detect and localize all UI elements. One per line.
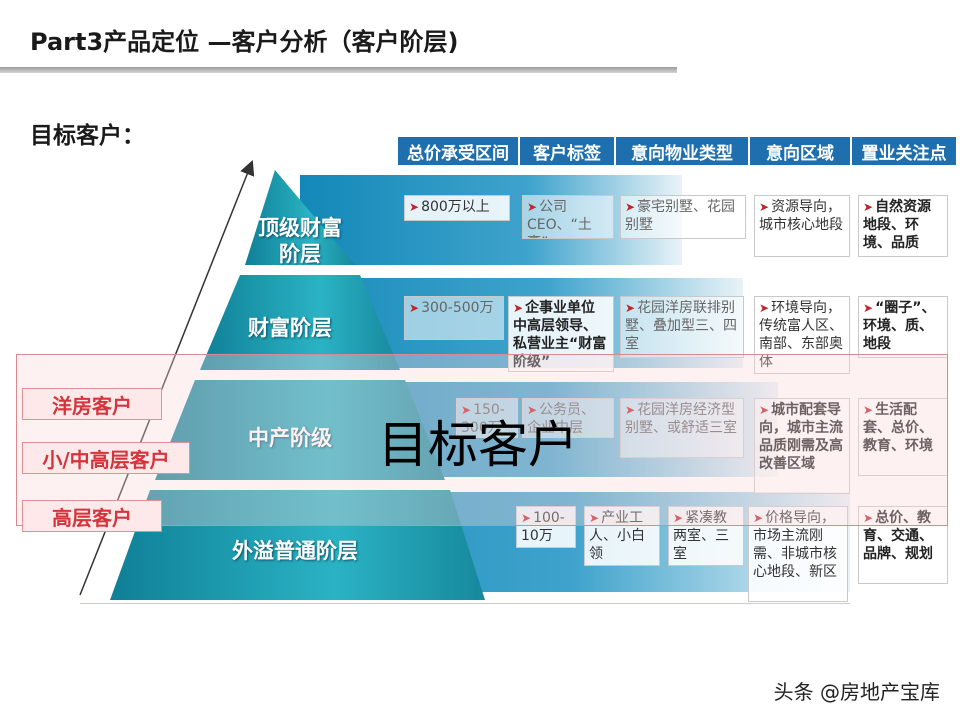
tier-label-middle: 中产阶级 xyxy=(248,426,332,450)
customer-type-villa: 洋房客户 xyxy=(22,388,162,420)
target-customer-highlight xyxy=(16,354,948,526)
title-divider xyxy=(0,67,677,73)
cell-wealth-area: ➤环境导向，传统富人区、南部、东部奥体 xyxy=(754,296,850,374)
cell-middle-price: ➤150-300万 xyxy=(456,398,518,438)
target-customer-overlay-text: 目标客户 xyxy=(378,416,578,474)
header-buying-focus: 置业关注点 xyxy=(852,137,956,165)
cell-wealth-tag: ➤企事业单位中高层领导、私营业主“财富阶级” xyxy=(508,296,614,372)
customer-type-high-rise: 高层客户 xyxy=(22,500,162,532)
header-price-range: 总价承受区间 xyxy=(398,137,518,165)
cell-wealth-focus: ➤“圈子”、环境、质、地段 xyxy=(858,296,948,358)
section-label: 目标客户： xyxy=(30,123,145,149)
cell-middle-focus: ➤生活配套、总价、教育、环境 xyxy=(858,398,948,476)
customer-type-mid-rise: 小/中高层客户 xyxy=(22,442,190,474)
customer-pyramid xyxy=(110,170,485,600)
ground-line xyxy=(80,603,850,604)
cell-wealth-price: ➤300-500万 xyxy=(404,296,504,340)
slide-title: Part3产品定位 —客户分析（客户阶层) xyxy=(30,28,459,56)
cell-mass-property: ➤紧凑教两室、三室 xyxy=(668,506,744,566)
header-target-area: 意向区域 xyxy=(750,137,850,165)
header-customer-tag: 客户标签 xyxy=(520,137,614,165)
cell-wealth-property: ➤花园洋房联排别墅、叠加型三、四室 xyxy=(620,296,744,358)
cell-top-tag: ➤公司CEO、“土豪” xyxy=(522,195,614,239)
cell-middle-area: ➤城市配套导向，城市主流品质刚需及高改善区域 xyxy=(754,398,850,494)
tier-label-mass: 外溢普通阶层 xyxy=(232,539,358,563)
cell-mass-tag: ➤产业工人、小白领 xyxy=(584,506,660,566)
cell-top-area: ➤资源导向，城市核心地段 xyxy=(754,195,850,257)
cell-top-property: ➤豪宅别墅、花园别墅 xyxy=(620,195,746,239)
cell-mass-price: ➤100-10万 xyxy=(516,506,576,548)
watermark: 头条 @房地产宝库 xyxy=(773,680,940,704)
cell-middle-tag: ➤公务员、企业中层 xyxy=(522,398,614,438)
cell-top-focus: ➤自然资源地段、环境、品质 xyxy=(858,195,948,257)
cell-mass-focus: ➤总价、教育、交通、品牌、规划 xyxy=(858,506,948,584)
tier-label-wealth: 财富阶层 xyxy=(248,316,332,340)
cell-mass-area: ➤价格导向，市场主流刚需、非城市核心地段、新区 xyxy=(748,506,848,602)
cell-top-price: ➤800万以上 xyxy=(404,195,510,221)
cell-middle-property: ➤花园洋房经济型别墅、或舒适三室 xyxy=(620,398,744,458)
tier-label-top-wealth: 顶级财富阶层 xyxy=(258,216,342,266)
header-property-type: 意向物业类型 xyxy=(616,137,748,165)
